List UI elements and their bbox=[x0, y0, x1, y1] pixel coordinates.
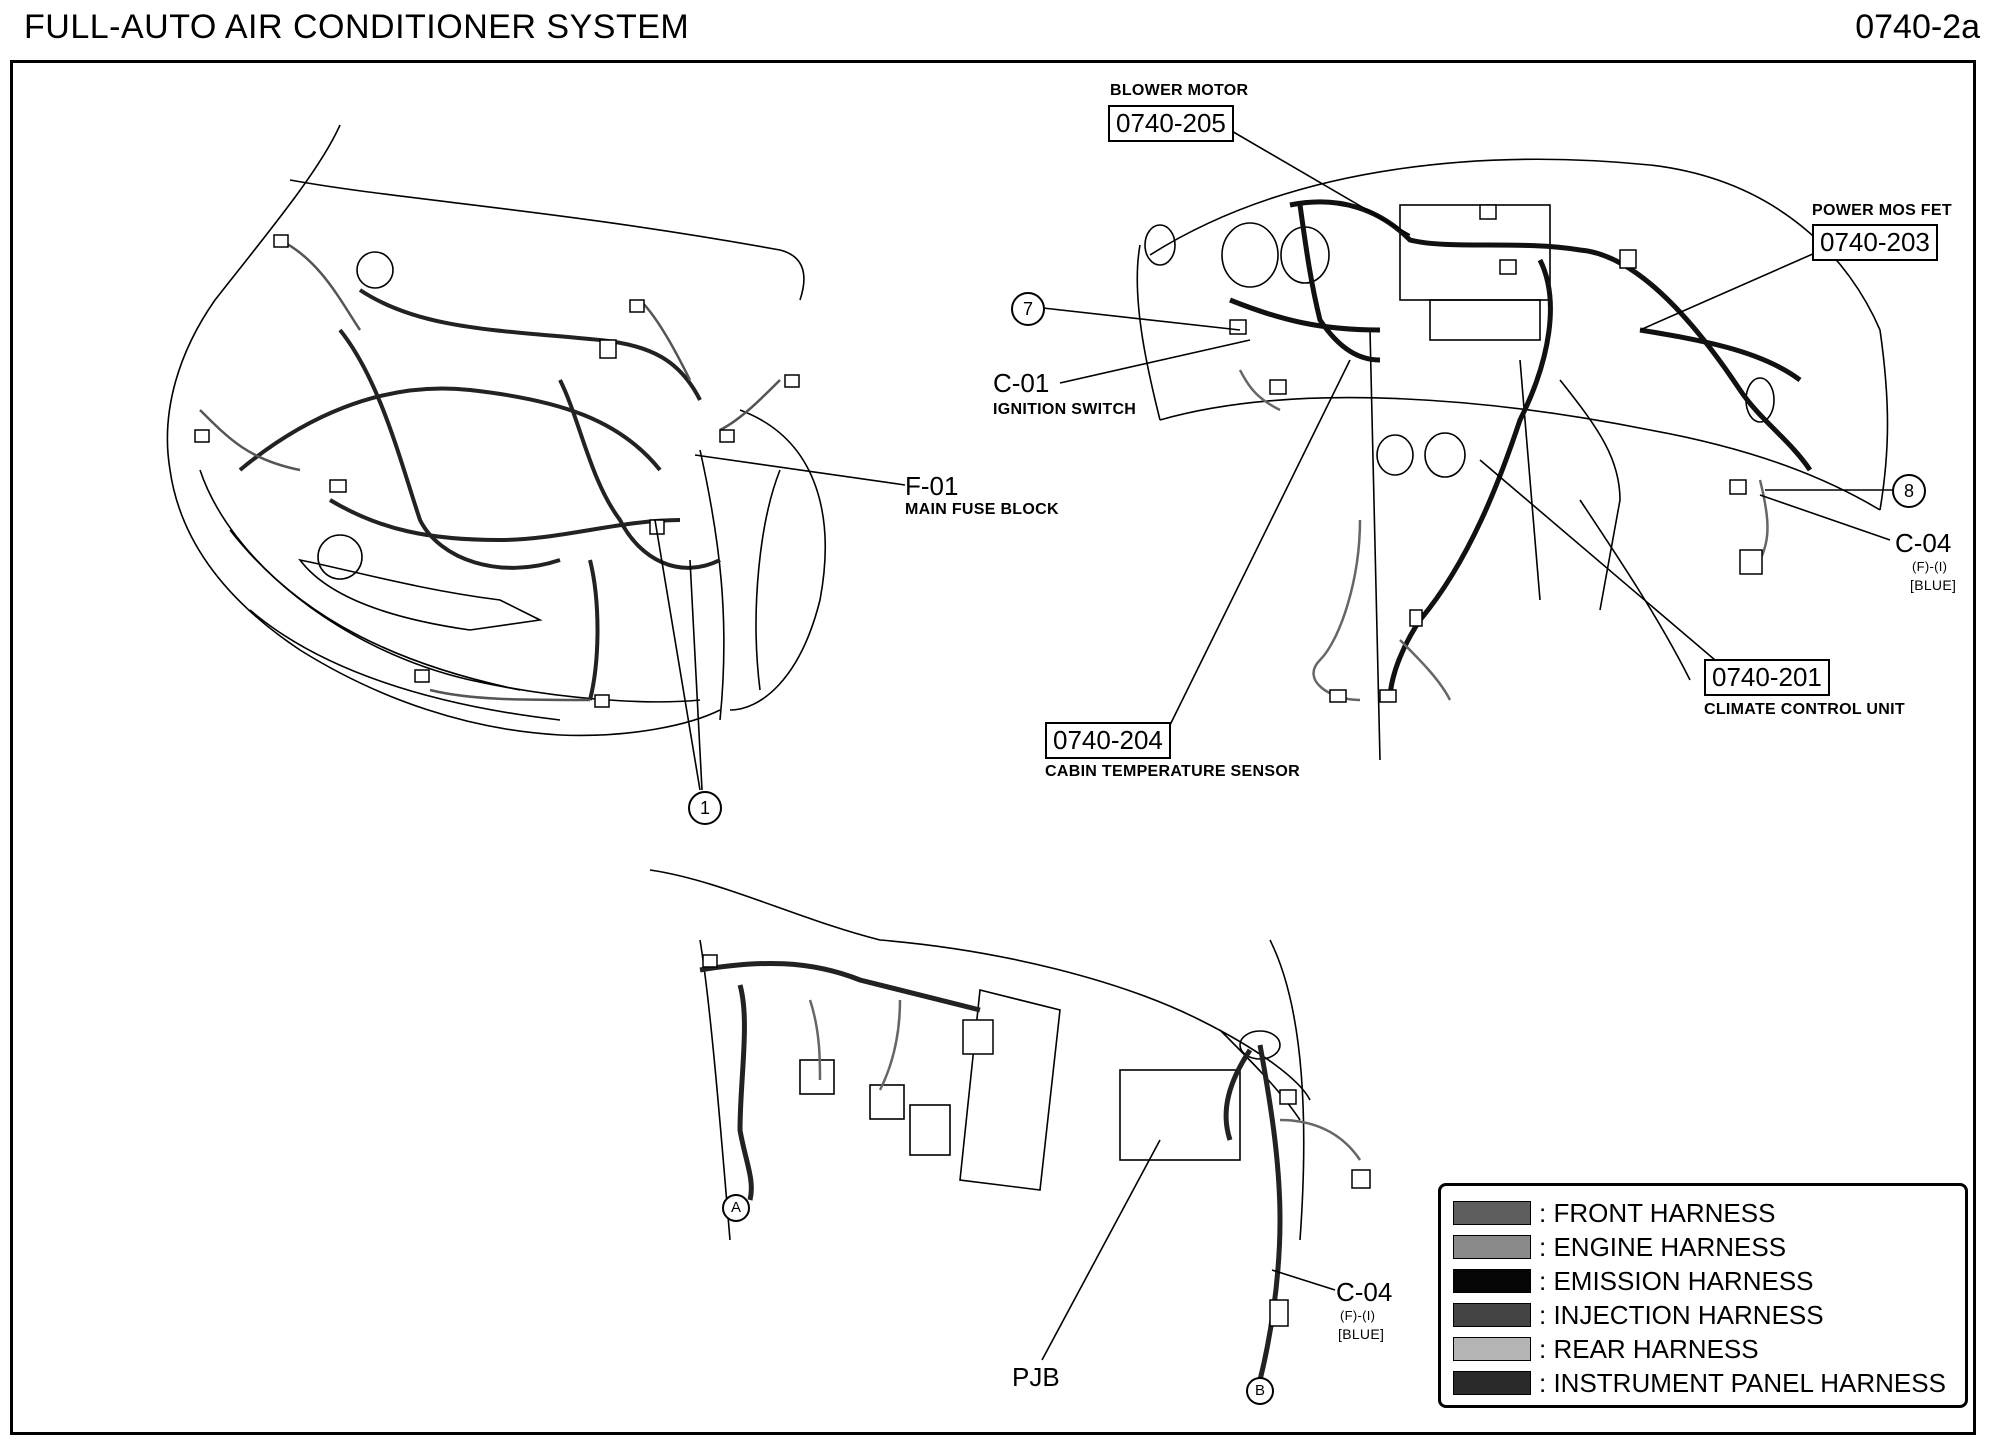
cabin-leader bbox=[1169, 359, 1351, 726]
dash-lower bbox=[1159, 396, 1881, 511]
legend-item: : ENGINE HARNESS bbox=[1453, 1230, 1953, 1264]
c04-foot-code: C-04 bbox=[1336, 1277, 1393, 1307]
page-title: FULL-AUTO AIR CONDITIONER SYSTEM bbox=[24, 8, 690, 46]
harness-legend: : FRONT HARNESS : ENGINE HARNESS : EMISS… bbox=[1438, 1183, 1968, 1408]
c04-dash-sub: (F)-(I) bbox=[1912, 559, 1948, 574]
legend-item: : FRONT HARNESS bbox=[1453, 1196, 1953, 1230]
callout-8: 8 bbox=[1892, 474, 1926, 508]
grille bbox=[298, 558, 543, 631]
legend-label: : REAR HARNESS bbox=[1539, 1333, 1759, 1364]
f01-code: F-01 bbox=[905, 471, 959, 501]
mosfet-leader bbox=[1639, 252, 1816, 331]
c01-code: C-01 bbox=[993, 368, 1050, 398]
power-mosfet-code: 0740-203 bbox=[1812, 224, 1938, 261]
footwell-top bbox=[649, 869, 1311, 1101]
fender-curve bbox=[729, 409, 826, 711]
pjb-leader bbox=[1041, 1139, 1161, 1361]
blower-motor-code: 0740-205 bbox=[1108, 105, 1234, 142]
legend-label: : INSTRUMENT PANEL HARNESS bbox=[1539, 1367, 1946, 1398]
ccu-leader bbox=[1479, 459, 1716, 661]
callout-1-leader-a bbox=[654, 519, 701, 791]
page-number: 0740-2a bbox=[1855, 8, 1980, 46]
ccu-name: CLIMATE CONTROL UNIT bbox=[1704, 701, 1905, 718]
pedal-area bbox=[959, 989, 1061, 1191]
hvac-unit bbox=[1399, 204, 1551, 301]
instrument-harness-footwell bbox=[737, 984, 754, 1201]
pjb-box bbox=[1119, 1069, 1241, 1161]
callout-7-leader bbox=[1042, 307, 1241, 331]
c04-dash-code: C-04 bbox=[1895, 528, 1952, 558]
legend-label: : ENGINE HARNESS bbox=[1539, 1231, 1787, 1262]
callout-a: A bbox=[722, 1194, 750, 1222]
legend-label: : FRONT HARNESS bbox=[1539, 1197, 1776, 1228]
f01-leader bbox=[694, 454, 906, 486]
c04-foot-leader bbox=[1271, 1269, 1336, 1291]
callout-1: 1 bbox=[688, 791, 722, 825]
blower-motor-name: BLOWER MOTOR bbox=[1110, 82, 1249, 99]
f01-name: MAIN FUSE BLOCK bbox=[905, 501, 1059, 518]
power-mosfet-name: POWER MOS FET bbox=[1812, 202, 1952, 219]
legend-item: : INSTRUMENT PANEL HARNESS bbox=[1453, 1366, 1953, 1400]
blower-leader bbox=[1229, 129, 1411, 236]
callout-1-leader-b bbox=[689, 559, 703, 791]
legend-swatch bbox=[1453, 1201, 1531, 1225]
c04-foot-sub: (F)-(I) bbox=[1340, 1308, 1376, 1323]
ccu-code: 0740-201 bbox=[1704, 659, 1830, 696]
callout-b: B bbox=[1246, 1377, 1274, 1405]
c01-leader bbox=[1059, 339, 1251, 384]
legend-swatch bbox=[1453, 1269, 1531, 1293]
c04-dash-leader bbox=[1759, 494, 1891, 541]
c01-name: IGNITION SWITCH bbox=[993, 401, 1137, 418]
c04-foot-color: [BLUE] bbox=[1338, 1326, 1385, 1342]
pjb-label: PJB bbox=[1012, 1362, 1060, 1392]
cabin-sensor-name: CABIN TEMPERATURE SENSOR bbox=[1045, 763, 1300, 780]
legend-item: : INJECTION HARNESS bbox=[1453, 1298, 1953, 1332]
gauge-left bbox=[1144, 224, 1176, 266]
legend-swatch bbox=[1453, 1337, 1531, 1361]
callout-7: 7 bbox=[1011, 292, 1045, 326]
legend-swatch bbox=[1453, 1371, 1531, 1395]
legend-item: : REAR HARNESS bbox=[1453, 1332, 1953, 1366]
hood-outline bbox=[166, 124, 721, 737]
engine-harness-main bbox=[238, 386, 662, 472]
legend-item: : EMISSION HARNESS bbox=[1453, 1264, 1953, 1298]
legend-label: : EMISSION HARNESS bbox=[1539, 1265, 1814, 1296]
center-console bbox=[1369, 329, 1541, 761]
legend-label: : INJECTION HARNESS bbox=[1539, 1299, 1824, 1330]
diagram-frame bbox=[10, 60, 1976, 1435]
legend-swatch bbox=[1453, 1235, 1531, 1259]
c04-dash-color: [BLUE] bbox=[1910, 577, 1957, 593]
legend-swatch bbox=[1453, 1303, 1531, 1327]
hood-line bbox=[289, 179, 805, 301]
cabin-sensor-code: 0740-204 bbox=[1045, 722, 1171, 759]
front-bumper bbox=[199, 469, 701, 703]
